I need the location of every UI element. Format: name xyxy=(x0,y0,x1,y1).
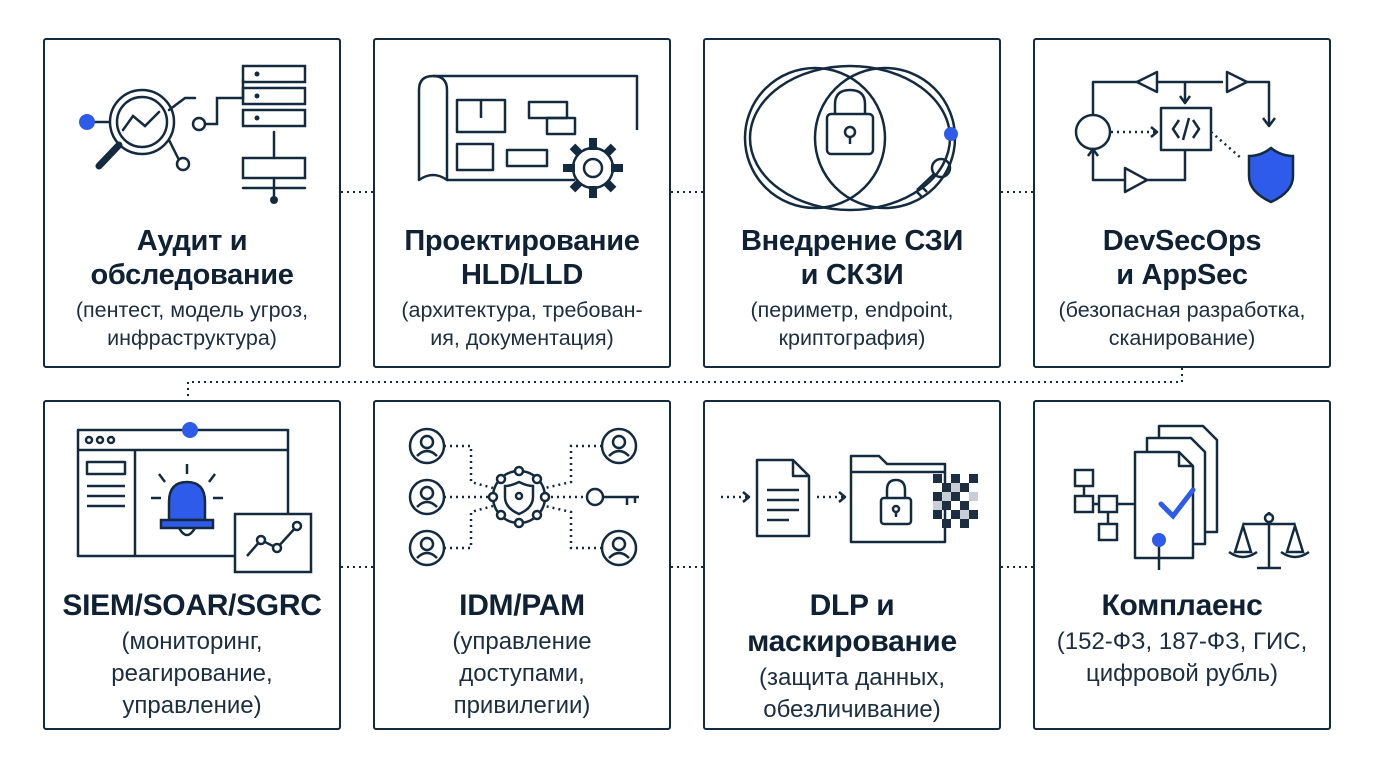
card-subtitle: (управление доступами, привилегии) xyxy=(452,628,592,719)
data-mask-pattern-icon xyxy=(933,474,978,528)
card-dlp: DLP и маскирование (защита данных, обезл… xyxy=(703,400,1001,730)
card-deploy: Внедрение СЗИ и СКЗИ (периметр, endpoint… xyxy=(703,38,1001,368)
card-subtitle: (пентест, модель угроз, инфраструктура) xyxy=(75,298,309,350)
card-title: Аудит и обследование xyxy=(90,225,294,291)
card-devsecops: DevSecOps и AppSec (безопасная разработк… xyxy=(1033,38,1331,368)
card-idm: IDM/PAM (управление доступами, привилеги… xyxy=(373,400,671,730)
document-folder-mask-icon xyxy=(705,402,978,602)
card-title: IDM/PAM xyxy=(459,589,585,622)
dashboard-alarm-icon xyxy=(45,422,343,602)
card-subtitle: (архитектура, требован- ия, документация… xyxy=(401,298,643,350)
card-audit: Аудит и обследование (пентест, модель уг… xyxy=(43,38,341,368)
users-hub-key-icon xyxy=(375,402,673,602)
card-siem: SIEM/SOAR/SGRC (мониторинг, реагирование… xyxy=(43,400,341,730)
card-title: DLP и маскирование xyxy=(747,589,957,658)
card-subtitle: (152-ФЗ, 187-ФЗ, ГИС, цифровой рубль) xyxy=(1056,628,1308,687)
card-compliance: Комплаенс (152-ФЗ, 187-ФЗ, ГИС, цифровой… xyxy=(1033,400,1331,730)
card-subtitle: (периметр, endpoint, криптография) xyxy=(750,298,954,350)
blueprint-gear-icon xyxy=(375,40,673,198)
card-title: Внедрение СЗИ и СКЗИ xyxy=(740,225,964,291)
card-title: SIEM/SOAR/SGRC xyxy=(62,589,322,622)
card-design: Проектирование HLD/LLD (архитектура, тре… xyxy=(373,38,671,368)
card-title: Комплаенс xyxy=(1101,589,1263,622)
card-subtitle: (безопасная разработка, сканирование) xyxy=(1058,298,1306,350)
card-title: Проектирование HLD/LLD xyxy=(404,225,640,291)
lock-circles-key-icon xyxy=(705,40,958,240)
card-subtitle: (мониторинг, реагирование, управление) xyxy=(111,628,273,719)
card-title: DevSecOps и AppSec xyxy=(1102,225,1262,291)
pipeline-shield-icon xyxy=(1035,40,1333,240)
card-subtitle: (защита данных, обезличивание) xyxy=(758,664,945,723)
documents-check-scales-icon xyxy=(1035,402,1333,602)
magnifier-server-icon xyxy=(79,40,343,204)
